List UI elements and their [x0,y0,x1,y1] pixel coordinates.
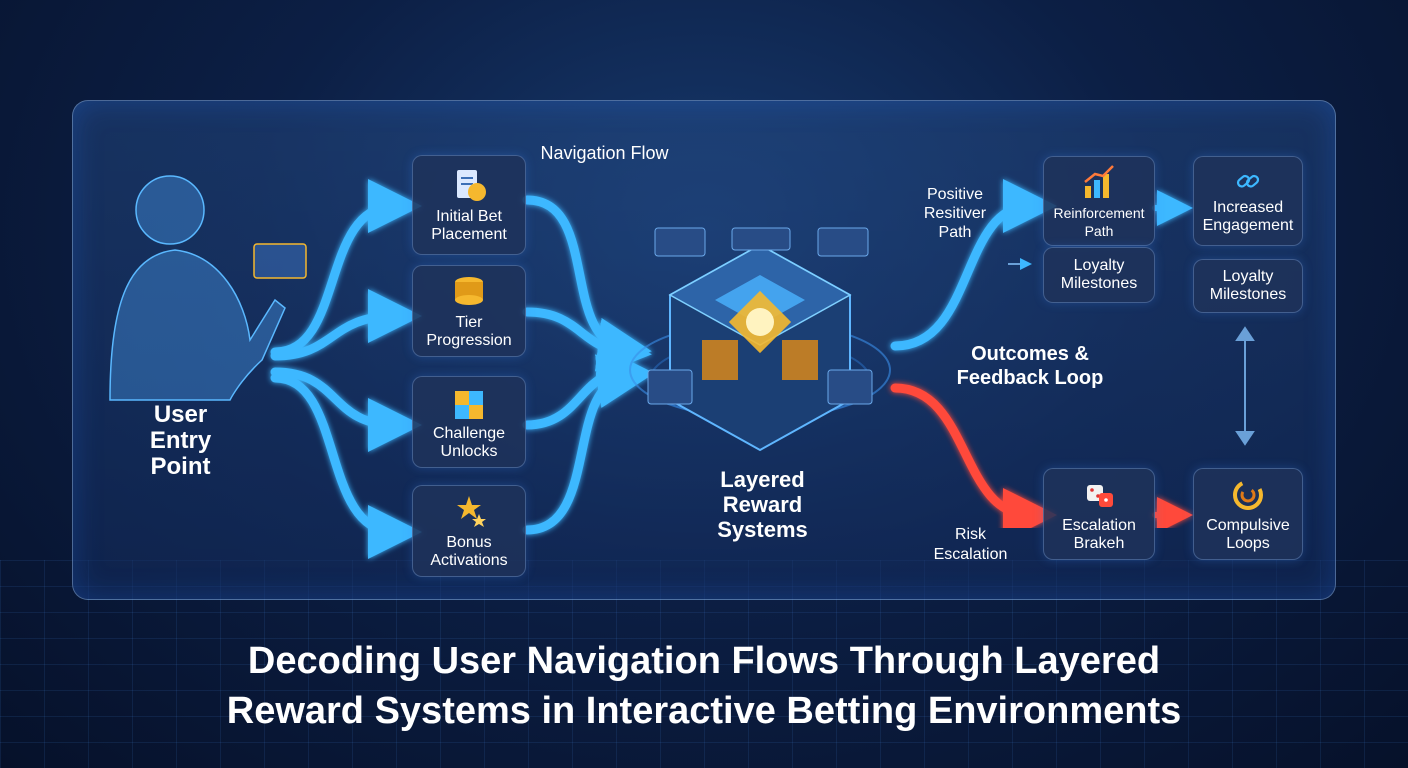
node-bonus[interactable]: Bonus Activations [412,485,526,577]
node-tier-label: Tier Progression [426,314,511,350]
puzzle-icon [449,383,489,423]
arrow-to-tier [275,316,395,356]
outcomes-label: Outcomes & Feedback Loop [935,342,1125,390]
node-tier[interactable]: Tier Progression [412,265,526,357]
arrow-core-to-escalation [895,388,1030,515]
user-screen [254,244,306,278]
page-title: Decoding User Navigation Flows Through L… [0,636,1408,736]
node-compulsive-label: Compulsive Loops [1206,517,1290,553]
node-loyalty-2-label: Loyalty Milestones [1210,268,1286,304]
bar-chart-icon [1079,162,1119,202]
link-icon [1233,167,1263,197]
user-entry-label: User Entry Point [128,402,233,480]
node-engagement-label: Increased Engagement [1203,199,1294,235]
layered-reward-label: Layered Reward Systems [700,467,825,542]
node-loyalty-1[interactable]: Loyalty Milestones [1043,247,1155,303]
node-reinforcement[interactable]: Reinforcement Path [1043,156,1155,246]
node-loyalty-2[interactable]: Loyalty Milestones [1193,259,1303,313]
node-initial-bet[interactable]: Initial Bet Placement [412,155,526,255]
stars-icon [449,492,489,532]
coin-stack-icon [449,272,489,312]
positive-path-label: Positive Resitiver Path [905,185,1005,242]
risk-label: Risk Escalation [918,525,1023,565]
node-reinforcement-label: Reinforcement Path [1053,204,1144,240]
node-escalation-label: Escalation Brakeh [1062,517,1136,553]
node-loyalty-1-label: Loyalty Milestones [1061,257,1137,293]
navigation-flow-label: Navigation Flow [522,143,687,164]
title-line-2: Reward Systems in Interactive Betting En… [0,686,1408,736]
layered-core-graphic [630,228,890,450]
spiral-icon [1228,475,1268,515]
title-line-1: Decoding User Navigation Flows Through L… [0,636,1408,686]
node-bonus-label: Bonus Activations [430,534,507,570]
node-compulsive[interactable]: Compulsive Loops [1193,468,1303,560]
arrow-tier-to-core [527,312,625,352]
node-escalation[interactable]: Escalation Brakeh [1043,468,1155,560]
node-challenge[interactable]: Challenge Unlocks [412,376,526,468]
node-challenge-label: Challenge Unlocks [433,425,505,461]
dice-icon [1079,475,1119,515]
user-silhouette [110,176,285,400]
node-initial-bet-label: Initial Bet Placement [431,208,507,244]
document-coin-icon [449,166,489,206]
node-engagement[interactable]: Increased Engagement [1193,156,1303,246]
